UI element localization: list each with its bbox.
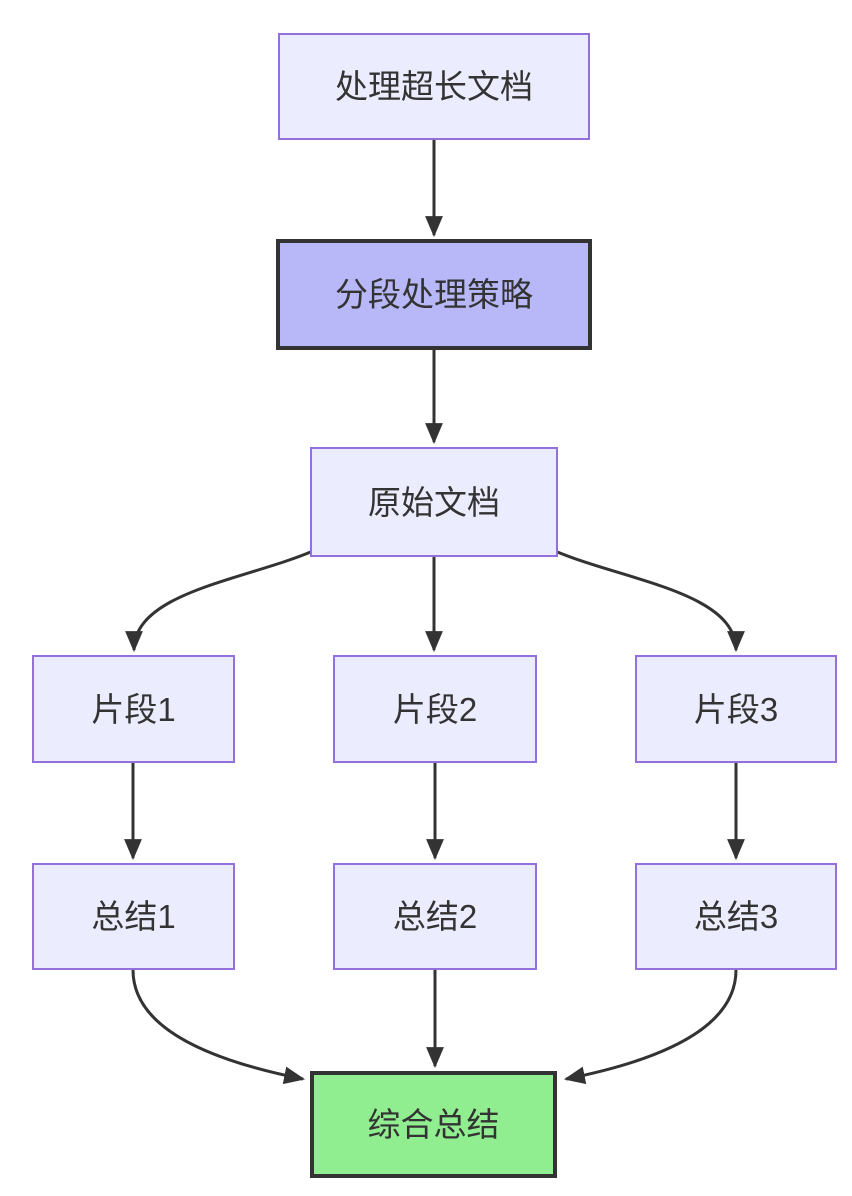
edge-doc-seg1 (125, 549, 314, 653)
node-label: 处理超长文档 (335, 68, 533, 105)
node-label: 综合总结 (367, 1106, 500, 1143)
node-label: 片段1 (91, 690, 176, 728)
node-label: 分段处理策略 (335, 276, 533, 313)
node-segment-1: 片段1 (32, 655, 235, 763)
edge-sum1-final (131, 969, 306, 1085)
node-segmentation-strategy: 分段处理策略 (276, 239, 592, 350)
node-label: 总结3 (693, 898, 779, 935)
node-label: 片段2 (392, 690, 478, 728)
node-process-long-document: 处理超长文档 (278, 33, 590, 140)
node-segment-2: 片段2 (333, 655, 537, 763)
node-label: 原始文档 (368, 483, 500, 521)
edge-sum3-final (563, 969, 738, 1085)
node-label: 片段3 (693, 690, 779, 728)
node-summary-2: 总结2 (333, 863, 537, 970)
node-label: 总结1 (91, 898, 176, 935)
node-summary-1: 总结1 (32, 863, 235, 970)
edge-doc-seg3 (554, 549, 745, 653)
node-summary-3: 总结3 (635, 863, 837, 970)
node-original-document: 原始文档 (310, 447, 558, 557)
node-final-summary: 综合总结 (310, 1071, 557, 1178)
node-label: 总结2 (392, 898, 478, 935)
node-segment-3: 片段3 (635, 655, 837, 763)
